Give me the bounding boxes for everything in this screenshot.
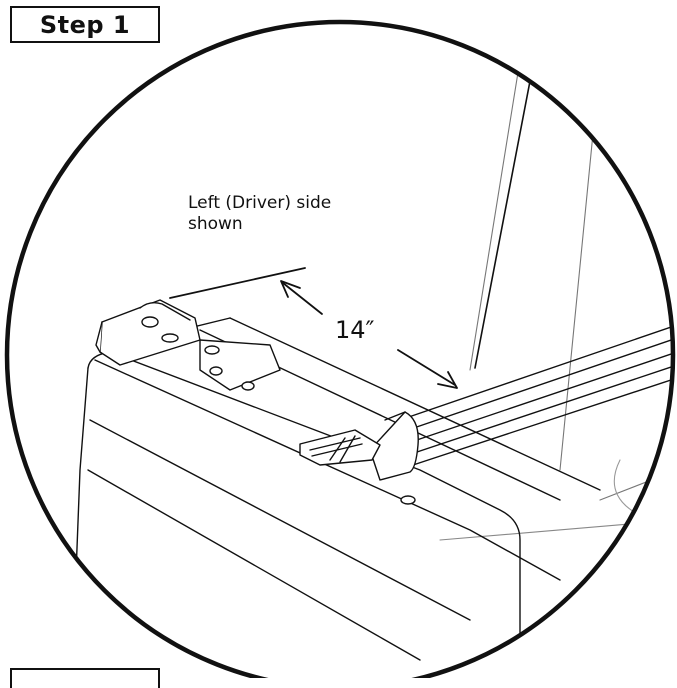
arrowhead-upper [280,280,301,298]
wheel-well-line [604,597,673,661]
bed-corner-edge [613,459,673,531]
callout-note: Left (Driver) side shown [188,193,332,234]
rail-holes [204,345,416,505]
reference-line [169,267,306,299]
bed-wall-edge [474,54,536,369]
arrow-lower [397,349,456,386]
detail-view [74,54,673,678]
dimension-label: 14″ [333,316,377,344]
dimension-callout [169,267,458,389]
bed-floor-edge [439,519,673,541]
detail-circle [4,19,676,678]
step-heading: Step 1 [10,6,160,43]
arrowhead-lower [437,371,458,389]
arrow-upper [282,282,323,315]
next-step-box [10,668,160,688]
bed-rail [74,317,601,678]
bed-wall-lines [469,57,673,501]
rail-clip [299,429,381,466]
tonneau-rail [369,324,673,481]
clamp-bracket [95,299,281,391]
